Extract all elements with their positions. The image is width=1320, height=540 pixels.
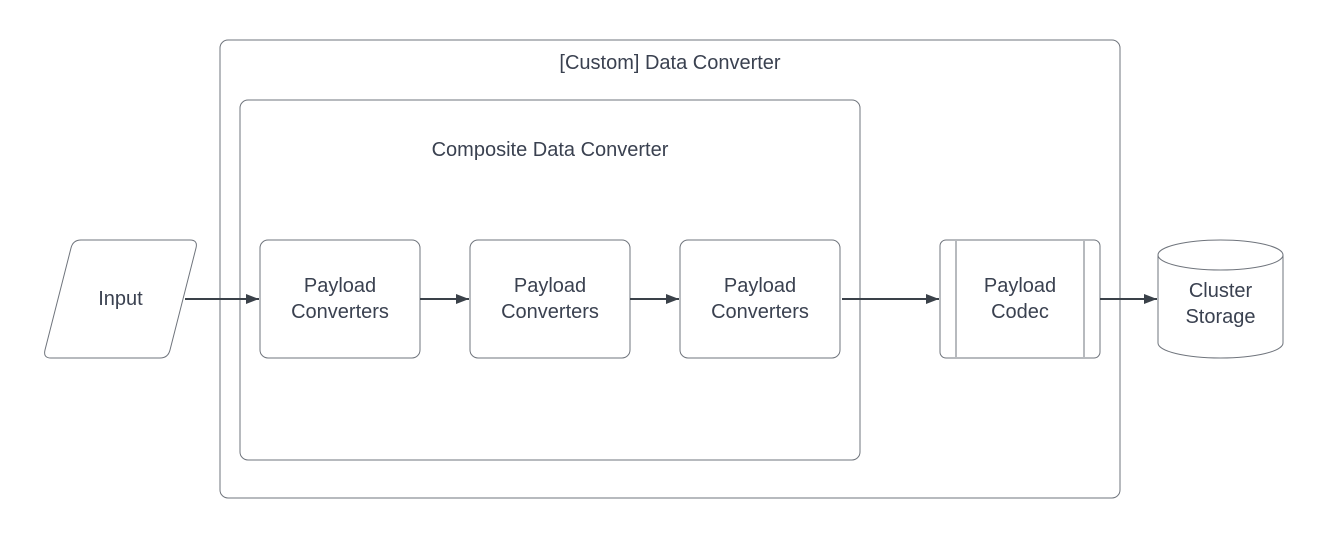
input-label: Input (43, 240, 198, 358)
cluster-storage-cylinder (1157, 239, 1284, 359)
composite-container-title: Composite Data Converter (431, 139, 669, 161)
payload-converters-1-label: Payload Converters (260, 240, 420, 358)
cluster-storage-label: Cluster Storage (1158, 250, 1283, 358)
cluster-storage-label-text: Cluster Storage (1185, 280, 1256, 328)
payload-converters-box-3 (679, 239, 841, 359)
custom-data-converter-container-shape (219, 39, 1121, 499)
composite-data-converter-container-shape (239, 99, 861, 461)
payload-codec-label-text: Payload Codec (983, 275, 1057, 323)
outer-container-title: [Custom] Data Converter (559, 52, 781, 74)
cylinder-body (1157, 255, 1284, 359)
payload-converters-3-label-text: Payload Converters (711, 275, 809, 323)
payload-converters-1-label-text: Payload Converters (291, 275, 389, 323)
cylinder-top-ellipse (1157, 239, 1284, 271)
input-shape (44, 239, 197, 359)
payload-codec-label: Payload Codec (957, 240, 1083, 358)
payload-converters-3-label: Payload Converters (680, 240, 840, 358)
payload-converters-2-label: Payload Converters (470, 240, 630, 358)
input-label-text: Input (98, 288, 143, 310)
payload-converters-2-label-text: Payload Converters (501, 275, 599, 323)
